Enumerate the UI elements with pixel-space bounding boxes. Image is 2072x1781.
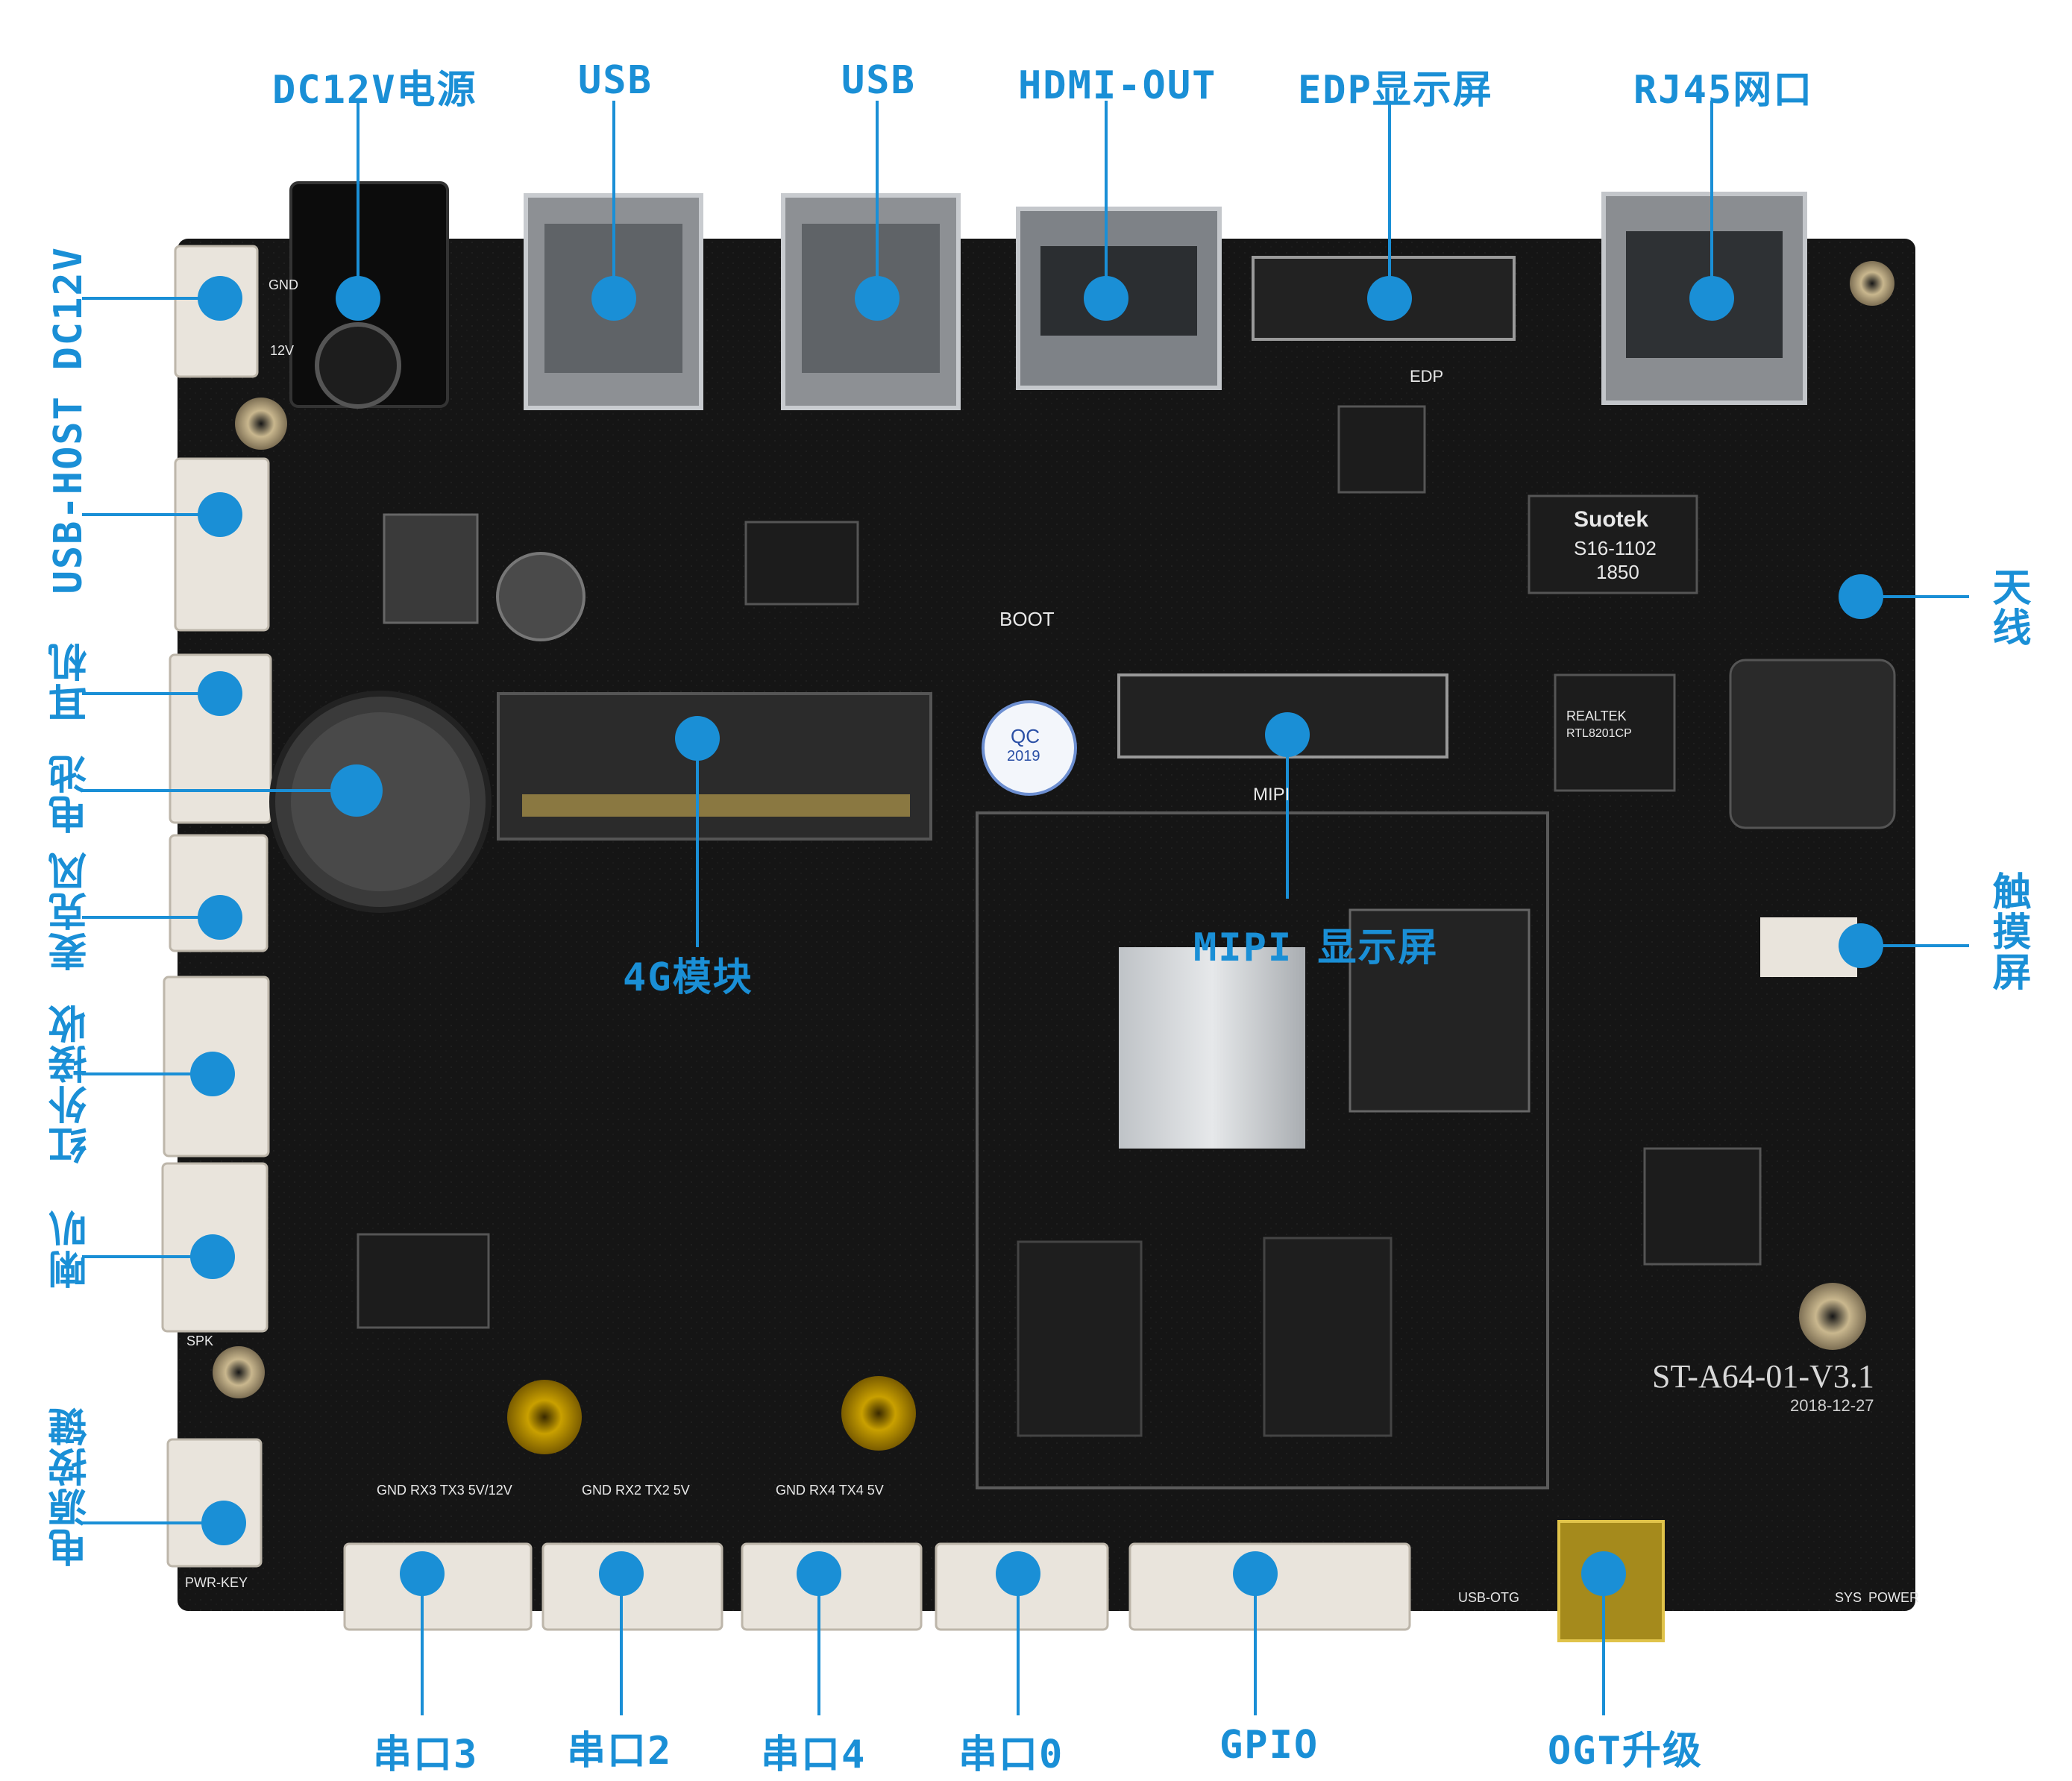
label-uart4: 串口4 bbox=[761, 1733, 867, 1777]
realtek-part: RTL8201CP bbox=[1566, 727, 1632, 740]
label-gpio: GPIO bbox=[1219, 1723, 1319, 1768]
marker-dot bbox=[675, 716, 720, 761]
marker-dot bbox=[1265, 712, 1310, 757]
ram-chip-1 bbox=[1017, 1240, 1143, 1437]
power-silk: POWER bbox=[1868, 1590, 1920, 1605]
mount-hole bbox=[1850, 261, 1894, 306]
marker-dot bbox=[1839, 574, 1883, 619]
marker-dot bbox=[1581, 1551, 1626, 1596]
label-otg-upgrade: OGT升级 bbox=[1548, 1729, 1703, 1774]
qc-text: QC bbox=[1011, 725, 1040, 747]
realtek-silk: REALTEK bbox=[1566, 709, 1627, 723]
label-edp-display: EDP显示屏 bbox=[1298, 68, 1493, 113]
label-battery: 电池 bbox=[49, 753, 94, 834]
suotek-brand: Suotek bbox=[1574, 507, 1649, 532]
label-usb-host: USB-HOST bbox=[46, 395, 91, 594]
marker-dot bbox=[1689, 276, 1734, 321]
label-usb-1: USB bbox=[578, 58, 653, 103]
label-hdmi-out: HDMI-OUT bbox=[1018, 63, 1217, 108]
label-touchscreen: 触摸屏 bbox=[1985, 871, 2030, 992]
label-uart3: 串口3 bbox=[373, 1733, 479, 1777]
suotek-part: S16-1102 bbox=[1574, 537, 1657, 559]
marker-dot bbox=[1084, 276, 1128, 321]
mic-connector bbox=[169, 834, 269, 952]
mount-hole bbox=[1799, 1283, 1866, 1350]
usb-hub-chip bbox=[1643, 1147, 1762, 1266]
marker-dot bbox=[198, 492, 242, 537]
suotek-transformer bbox=[1528, 494, 1698, 594]
qc-year: 2019 bbox=[1007, 748, 1040, 764]
marker-dot bbox=[400, 1551, 445, 1596]
marker-dot bbox=[198, 895, 242, 940]
board-date: 2018-12-27 bbox=[1790, 1396, 1874, 1415]
usb-host-connector bbox=[174, 457, 270, 632]
uart2-pins-silk: GND RX2 TX2 5V bbox=[582, 1483, 690, 1498]
label-dc12v-power: DC12V电源 bbox=[272, 68, 477, 113]
mipi-silk: MIPI bbox=[1253, 785, 1290, 805]
marker-dot bbox=[190, 1234, 235, 1279]
pwr-key-silk: PWR-KEY bbox=[185, 1575, 248, 1590]
label-speaker: 喇叭 bbox=[49, 1208, 94, 1289]
label-4g-module: 4G模块 bbox=[623, 955, 753, 1000]
suotek-code: 1850 bbox=[1596, 561, 1639, 583]
marker-dot bbox=[1839, 923, 1883, 968]
marker-dot bbox=[599, 1551, 644, 1596]
marker-dot bbox=[201, 1501, 246, 1545]
marker-dot bbox=[198, 671, 242, 716]
mount-hole bbox=[213, 1346, 265, 1398]
marker-dot bbox=[1233, 1551, 1278, 1596]
label-dc12v-side: DC12V bbox=[46, 246, 91, 371]
core-module bbox=[976, 811, 1549, 1489]
label-microphone: 麦克风 bbox=[49, 850, 94, 971]
hdmi-chip bbox=[1337, 405, 1426, 494]
boot-silk: BOOT bbox=[999, 608, 1055, 630]
4g-slot bbox=[497, 692, 932, 841]
12v-silk: 12V bbox=[270, 343, 295, 358]
marker-dot bbox=[336, 276, 380, 321]
realtek-chip bbox=[1554, 673, 1676, 792]
marker-dot bbox=[855, 276, 900, 321]
marker-dot bbox=[591, 276, 636, 321]
uart4-pins-silk: GND RX4 TX4 5V bbox=[776, 1483, 884, 1498]
emmc-chip bbox=[1349, 908, 1531, 1113]
inductor bbox=[383, 513, 479, 624]
audio-chip bbox=[744, 521, 859, 606]
earphone-connector bbox=[169, 653, 272, 824]
marker-dot bbox=[797, 1551, 841, 1596]
label-power-key: 电源按键 bbox=[49, 1406, 94, 1567]
gold-standoff bbox=[841, 1376, 916, 1451]
label-mipi-display: MIPI 显示屏 bbox=[1193, 926, 1439, 970]
marker-dot bbox=[198, 276, 242, 321]
marker-dot bbox=[996, 1551, 1040, 1596]
heatsink bbox=[1119, 947, 1305, 1149]
capacitor bbox=[496, 552, 586, 641]
label-uart0: 串口0 bbox=[958, 1733, 1064, 1777]
board-name: ST-A64-01-V3.1 bbox=[1652, 1358, 1874, 1395]
pcb-board bbox=[178, 239, 1915, 1611]
label-uart2: 串口2 bbox=[567, 1729, 673, 1774]
label-rj45: RJ45网口 bbox=[1633, 68, 1814, 113]
qc-sticker bbox=[982, 700, 1077, 796]
amp-chip bbox=[357, 1233, 490, 1329]
usb-otg-silk: USB-OTG bbox=[1458, 1590, 1520, 1605]
edp-silk: EDP bbox=[1410, 367, 1444, 386]
gold-standoff bbox=[507, 1380, 582, 1454]
label-usb-2: USB bbox=[841, 58, 916, 103]
marker-dot bbox=[190, 1052, 235, 1096]
label-ir-receiver: 红外接收 bbox=[49, 1003, 94, 1164]
uart3-pins-silk: GND RX3 TX3 5V/12V bbox=[377, 1483, 512, 1498]
marker-dot bbox=[330, 764, 383, 817]
gnd-silk: GND bbox=[269, 277, 298, 292]
label-antenna: 天线 bbox=[1985, 567, 2030, 647]
sys-silk: SYS bbox=[1835, 1590, 1862, 1605]
label-earphone: 耳机 bbox=[49, 641, 94, 722]
mount-hole bbox=[235, 398, 287, 450]
wifi-module bbox=[1729, 659, 1896, 829]
spk-silk: SPK bbox=[186, 1334, 214, 1348]
ram-chip-2 bbox=[1263, 1237, 1393, 1437]
marker-dot bbox=[1367, 276, 1412, 321]
